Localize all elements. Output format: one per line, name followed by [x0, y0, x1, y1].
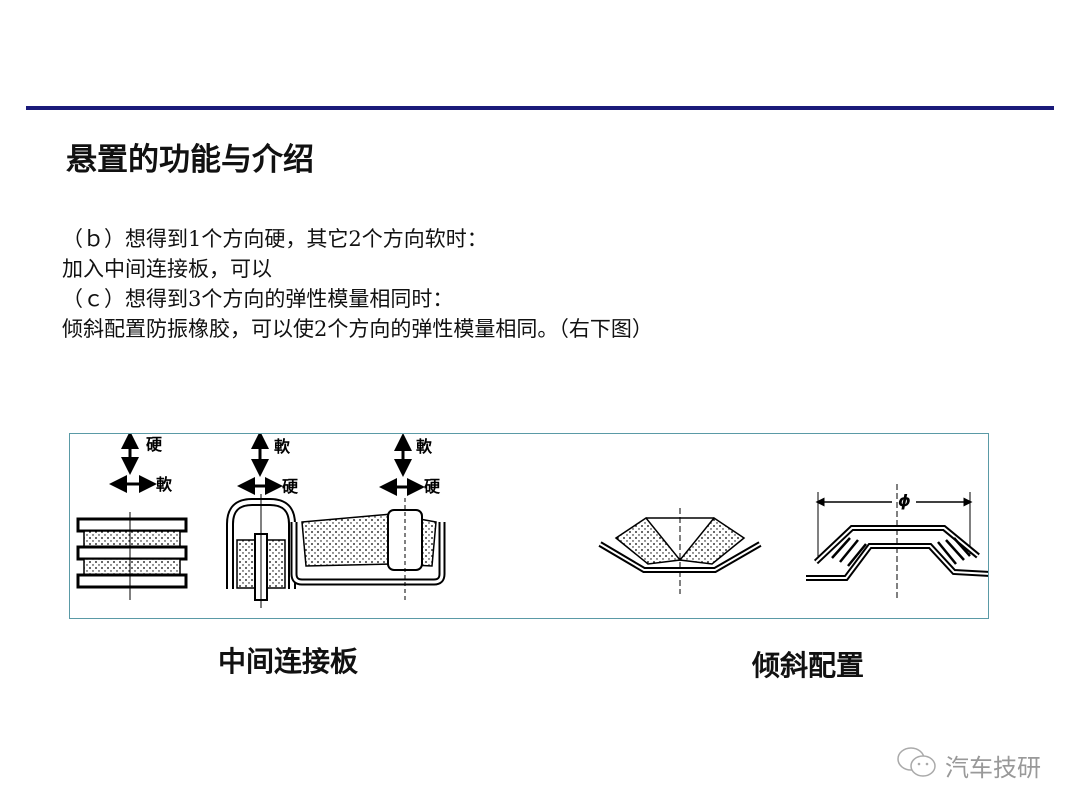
body-line: （ｂ）想得到1个方向硬，其它2个方向软时： [62, 227, 488, 251]
mount-diagram-figure: 硬 軟 軟 硬 軟 硬 [69, 433, 989, 619]
diameter-symbol: ϕ [898, 491, 911, 510]
caption-intermediate-plate: 中间连接板 [218, 645, 359, 678]
header-rule [26, 106, 1054, 110]
body-line: （ｃ）想得到3个方向的弹性模量相同时： [62, 287, 454, 311]
label-soft: 軟 [156, 475, 173, 494]
diagram-u-bracket: 軟 硬 [226, 434, 299, 608]
slide-body: （ｂ）想得到1个方向硬，其它2个方向软时： 加入中间连接板，可以 （ｃ）想得到3… [62, 224, 653, 344]
caption-inclined-layout: 倾斜配置 [752, 649, 865, 682]
watermark-text: 汽车技研 [945, 753, 1041, 782]
diagram-inclined-flange-mount: ϕ [806, 484, 988, 600]
label-hard: 硬 [146, 435, 163, 454]
label-hard: 硬 [282, 477, 299, 496]
watermark: 汽车技研 [895, 745, 1041, 785]
diagram-cup-mount: 軟 硬 [290, 434, 446, 600]
body-line: 加入中间连接板，可以 [62, 257, 272, 281]
diagram-sandwich-plate: 硬 軟 [76, 434, 188, 600]
label-soft: 軟 [274, 437, 291, 456]
label-hard: 硬 [424, 477, 441, 496]
label-soft: 軟 [416, 437, 433, 456]
mount-diagrams: 硬 軟 軟 硬 軟 硬 [76, 434, 988, 608]
body-line: 倾斜配置防振橡胶，可以使2个方向的弹性模量相同。（右下图） [62, 317, 653, 341]
wechat-icon [895, 745, 939, 785]
diagram-inclined-v-mount [598, 508, 762, 594]
slide-title: 悬置的功能与介绍 [66, 142, 314, 178]
